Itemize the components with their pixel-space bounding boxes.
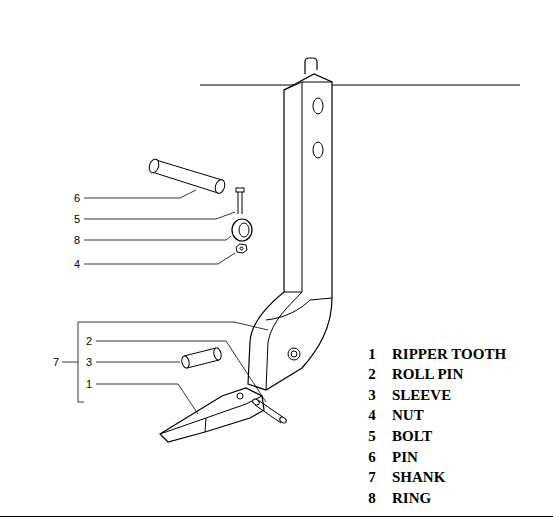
callout-number: 5 (74, 214, 80, 225)
rule-line (200, 85, 520, 86)
callout-number: 3 (86, 357, 92, 368)
sleeve (181, 347, 223, 369)
part-number: 7 (368, 470, 376, 485)
leader-line (62, 190, 268, 414)
callout-number: 2 (86, 336, 92, 347)
part-name: RING (392, 491, 431, 506)
callout-number: 7 (53, 357, 59, 368)
part-name: PIN (392, 450, 418, 465)
callout-number: 6 (74, 193, 80, 204)
part-number: 2 (368, 367, 376, 382)
callout-number: 4 (74, 259, 80, 270)
part-number: 8 (368, 491, 376, 506)
part-number: 4 (368, 408, 376, 423)
bolt (236, 188, 244, 214)
part-name: NUT (392, 408, 424, 423)
part-number: 6 (368, 450, 376, 465)
shank (248, 58, 332, 390)
callout-number: 1 (86, 379, 92, 390)
part-number: 3 (368, 388, 376, 403)
part-name: BOLT (392, 429, 432, 444)
callout-number: 8 (74, 235, 80, 246)
part-number: 1 (368, 347, 376, 362)
ring (232, 219, 252, 241)
part-number: 5 (368, 429, 376, 444)
nut (236, 244, 247, 253)
roll-pin (252, 398, 288, 424)
part-name: SHANK (392, 470, 445, 485)
part-name: RIPPER TOOTH (392, 347, 506, 362)
ripper-tooth (160, 388, 264, 442)
part-name: SLEEVE (392, 388, 451, 403)
rule-line (0, 516, 553, 517)
pin (148, 158, 227, 195)
part-name: ROLL PIN (392, 367, 463, 382)
